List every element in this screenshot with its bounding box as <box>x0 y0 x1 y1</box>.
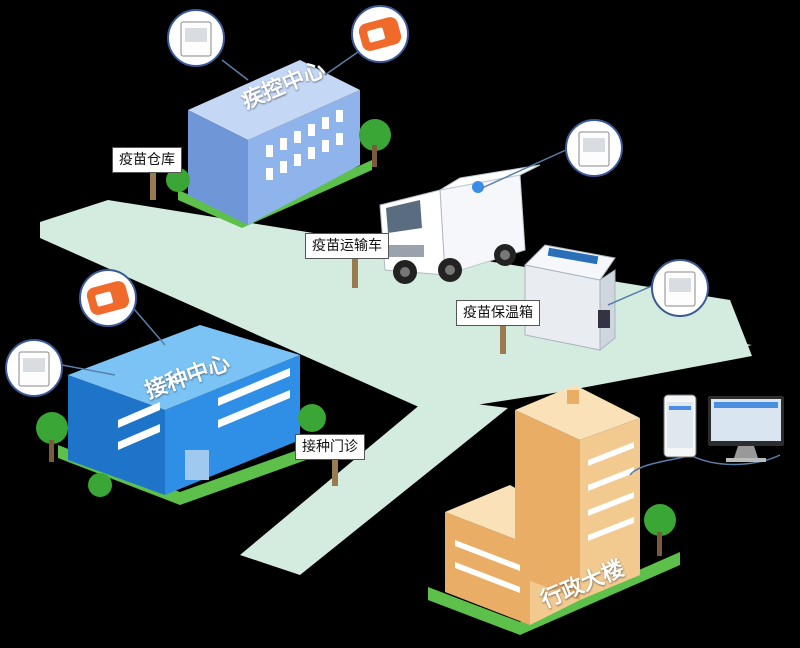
cooler-sign-post <box>500 322 506 354</box>
truck-sign-post <box>352 256 358 288</box>
vaccine-truck-sign: 疫苗运输车 <box>305 233 389 259</box>
cdc-sensor-callout[interactable] <box>167 9 225 67</box>
vaccine-cooler-box <box>523 244 616 352</box>
vaccination-center-building <box>36 325 326 505</box>
truck-sensor-callout[interactable] <box>565 119 623 177</box>
cdc-rfid-tag-callout[interactable] <box>351 5 409 63</box>
admin-building <box>428 385 680 635</box>
road-network <box>40 200 752 575</box>
clinic-windows <box>118 368 290 450</box>
vaccination-clinic-sign: 接种门诊 <box>295 434 365 460</box>
clinic-rfid-tag-callout[interactable] <box>79 269 137 327</box>
cooler-sensor-callout[interactable] <box>651 259 709 317</box>
clinic-sensor-callout[interactable] <box>5 339 63 397</box>
cdc-building <box>166 60 391 228</box>
cdc-windows <box>266 110 343 180</box>
vaccine-cooler-sign: 疫苗保温箱 <box>456 300 540 326</box>
clinic-sign-post <box>332 456 338 486</box>
desktop-monitor-icon[interactable] <box>708 396 784 462</box>
warehouse-sign-post <box>150 170 156 200</box>
admin-windows <box>455 442 634 593</box>
mobile-phone-icon[interactable] <box>663 394 697 458</box>
vaccine-warehouse-sign: 疫苗仓库 <box>112 147 182 173</box>
refrigerated-truck <box>379 164 541 284</box>
